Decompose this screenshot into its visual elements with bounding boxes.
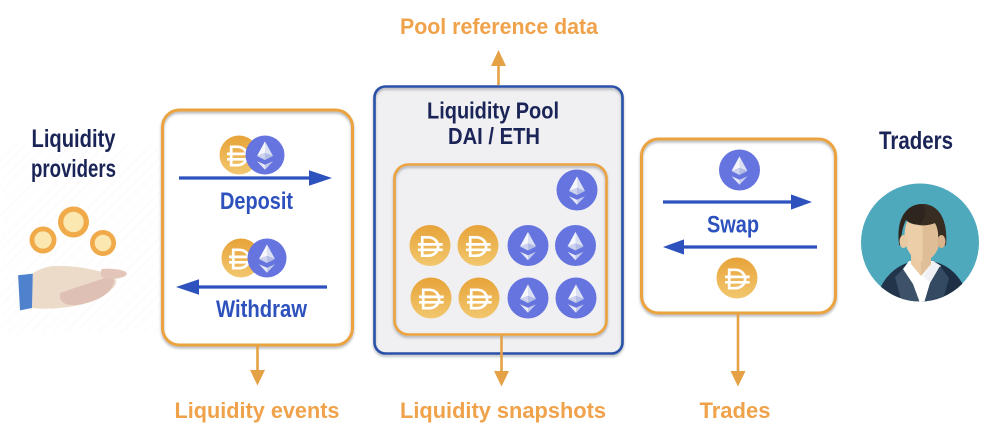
svg-text:DAI / ETH: DAI / ETH — [448, 123, 540, 149]
svg-text:Liquidity snapshots: Liquidity snapshots — [400, 398, 606, 423]
svg-text:Withdraw: Withdraw — [216, 296, 307, 323]
svg-text:Pool reference data: Pool reference data — [400, 14, 599, 39]
svg-text:Traders: Traders — [879, 127, 953, 155]
svg-text:Liquidity Pool: Liquidity Pool — [427, 98, 559, 124]
svg-text:Trades: Trades — [700, 398, 771, 423]
svg-text:Swap: Swap — [707, 212, 759, 239]
svg-text:Liquidity: Liquidity — [32, 125, 116, 153]
svg-text:Deposit: Deposit — [220, 188, 293, 215]
svg-text:providers: providers — [31, 155, 116, 183]
svg-text:Liquidity events: Liquidity events — [175, 398, 340, 423]
